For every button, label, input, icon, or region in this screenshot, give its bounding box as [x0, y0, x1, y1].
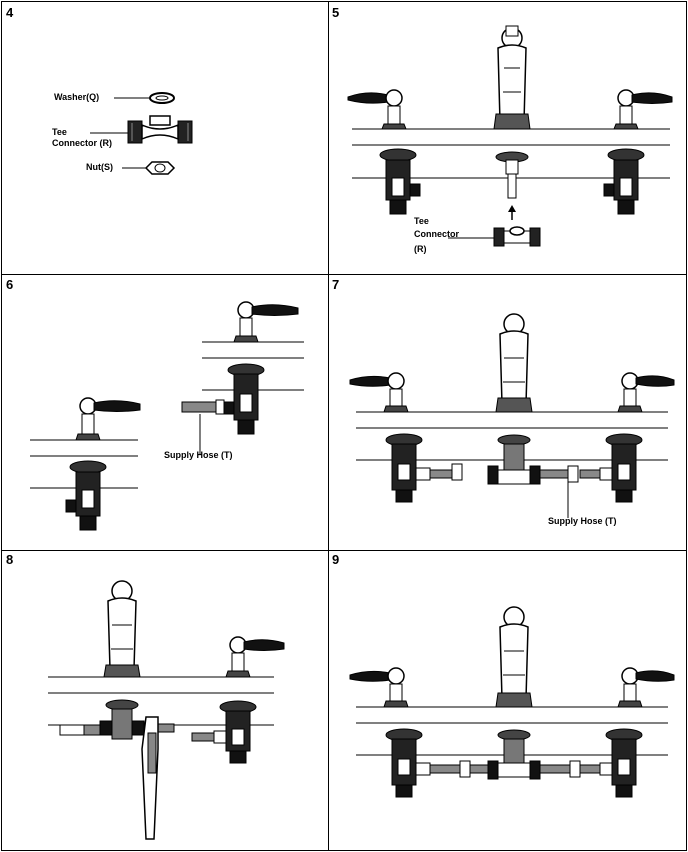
step-number: 9 — [332, 552, 340, 567]
left-handle-icon — [347, 89, 407, 130]
step-number: 4 — [6, 5, 14, 20]
right-valve-icon — [599, 728, 643, 798]
right-handle-icon — [617, 667, 675, 708]
label-tee-line2: Connector (R) — [52, 138, 112, 148]
right-valve-icon — [603, 148, 645, 215]
left-valve-icon — [385, 433, 423, 503]
nut-icon — [144, 161, 176, 175]
left-valve-icon — [385, 728, 423, 798]
right-supply-hose-icon — [539, 465, 601, 483]
step-number: 8 — [6, 552, 14, 567]
panel-step-8: 8 — [2, 549, 327, 851]
label-supply-hose: Supply Hose (T) — [164, 450, 233, 460]
step-5-illustration — [347, 25, 673, 247]
left-valve-icon — [379, 148, 421, 215]
right-handle-icon — [613, 89, 673, 130]
left-handle-icon — [349, 372, 409, 413]
panel-step-4: 4 Washer(Q) Tee Connector (R) Nut(S) — [2, 2, 327, 273]
left-supply-hose-icon — [415, 760, 491, 778]
label-washer: Washer(Q) — [54, 92, 100, 102]
row-divider-2 — [2, 550, 686, 551]
spout-icon — [493, 25, 531, 130]
label-tee-line3: (R) — [414, 244, 427, 254]
handle-icon — [225, 636, 285, 678]
step-4-parts-illustration — [90, 92, 193, 175]
left-supply-hose-icon — [415, 463, 463, 481]
handle-icon — [75, 397, 141, 441]
step-6-illustration — [30, 301, 304, 531]
tee-connector-icon — [127, 115, 193, 144]
tee-connector-icon — [487, 729, 541, 780]
step-number: 6 — [6, 277, 14, 292]
right-valve-icon — [191, 700, 257, 764]
left-handle-icon — [349, 667, 409, 708]
supply-hose-icon — [59, 723, 175, 736]
label-tee-line2: Connector — [414, 229, 459, 239]
step-9-illustration — [349, 606, 675, 798]
valve-icon — [65, 460, 107, 531]
row-divider-1 — [2, 274, 686, 275]
supply-hose-icon — [181, 399, 225, 415]
tee-connector-icon — [493, 226, 541, 247]
spout-icon — [495, 313, 533, 413]
right-handle-icon — [617, 372, 675, 413]
panel-step-6: 6 — [2, 274, 327, 549]
wrench-icon — [141, 716, 159, 840]
panel-step-5: 5 — [328, 2, 686, 273]
label-supply-hose: Supply Hose (T) — [548, 516, 617, 526]
step-8-illustration — [48, 580, 285, 840]
right-valve-icon — [599, 433, 643, 503]
step-7-illustration — [349, 313, 675, 518]
tee-connector-icon — [487, 434, 541, 485]
center-valve-icon — [495, 151, 529, 199]
label-tee-line1: Tee — [414, 216, 429, 226]
label-nut: Nut(S) — [86, 162, 113, 172]
panel-step-9: 9 — [328, 549, 686, 851]
step-number: 5 — [332, 5, 340, 20]
right-supply-hose-icon — [539, 760, 601, 778]
spout-icon — [495, 606, 533, 708]
center-valve-icon — [99, 699, 145, 740]
handle-icon — [233, 301, 299, 343]
panel-step-7: 7 — [328, 274, 686, 549]
label-tee-line1: Tee — [52, 127, 67, 137]
step-number: 7 — [332, 277, 340, 292]
column-divider — [328, 2, 329, 850]
valve-icon — [223, 363, 265, 435]
spout-icon — [103, 580, 141, 678]
